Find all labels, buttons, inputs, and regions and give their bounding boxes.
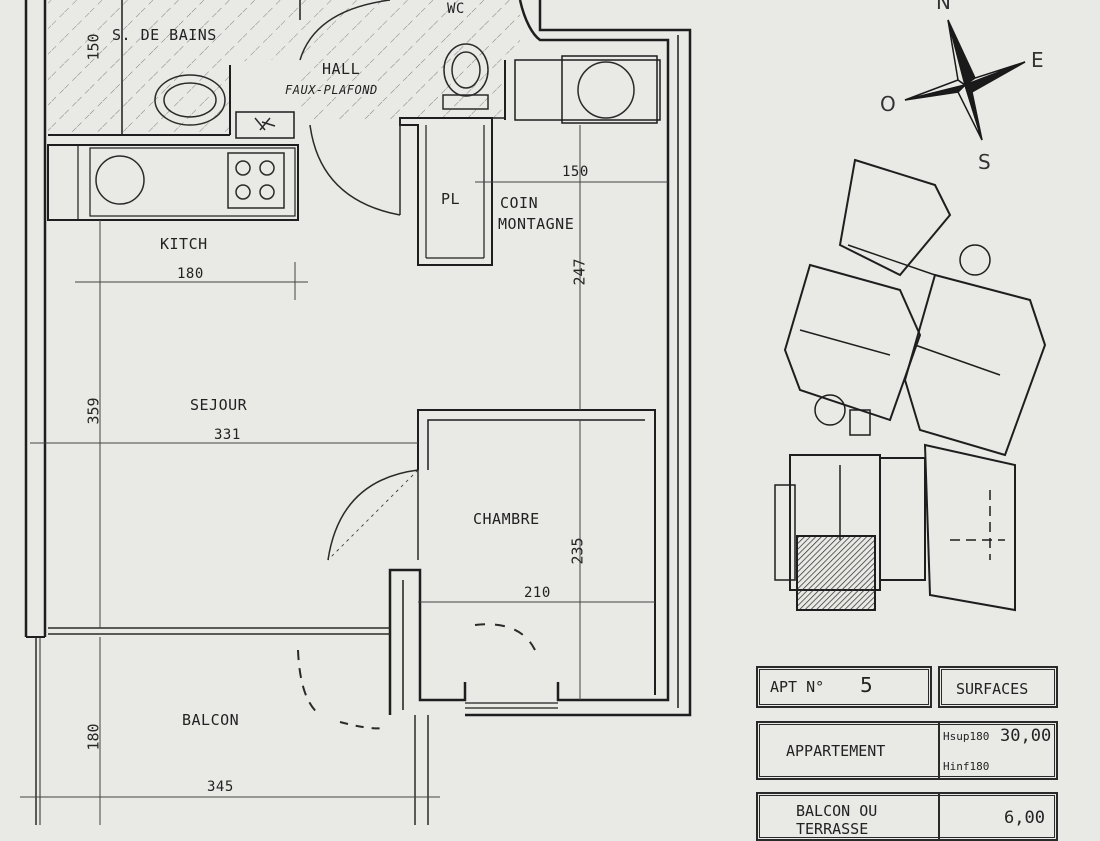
apt-label: APT N° bbox=[770, 678, 825, 696]
room-label-balcon: BALCON bbox=[182, 711, 240, 729]
faux-plafond-note: FAUX-PLAFOND bbox=[285, 83, 378, 97]
hsup-value: 30,00 bbox=[1000, 726, 1052, 746]
compass-north: N bbox=[936, 0, 951, 14]
fixtures bbox=[95, 43, 635, 209]
apt-number-box: APT N° 5 bbox=[756, 666, 932, 708]
dim-180-balcon: 180 bbox=[84, 723, 103, 751]
hsup-label: Hsup180 bbox=[943, 730, 990, 743]
compass-east: E bbox=[1031, 48, 1044, 72]
room-label-wc: WC bbox=[447, 1, 465, 17]
compass-rose bbox=[904, 19, 1026, 141]
room-label-montagne: MONTAGNE bbox=[498, 215, 575, 233]
appartement-label: APPARTEMENT bbox=[786, 742, 886, 760]
room-label-bathroom: S. DE BAINS bbox=[112, 26, 217, 44]
bathroom-hatch bbox=[48, 0, 520, 135]
room-label-sejour: SEJOUR bbox=[190, 396, 248, 414]
dim-345: 345 bbox=[207, 779, 234, 795]
surfaces-header-box: SURFACES bbox=[938, 666, 1058, 708]
hinf-label: Hinf180 bbox=[943, 760, 990, 773]
balcon-row: BALCON OU TERRASSE 6,00 bbox=[756, 792, 1058, 841]
dim-150-bath: 150 bbox=[84, 33, 103, 61]
dim-359: 359 bbox=[84, 397, 103, 425]
room-label-kitch: KITCH bbox=[160, 235, 208, 253]
dim-247: 247 bbox=[570, 258, 589, 286]
dim-331: 331 bbox=[214, 427, 241, 443]
room-label-pl: PL bbox=[441, 190, 461, 208]
dim-210: 210 bbox=[524, 585, 551, 601]
outer-walls bbox=[24, 0, 692, 717]
dim-235: 235 bbox=[568, 537, 587, 565]
apt-number: 5 bbox=[860, 673, 873, 697]
terrasse-label: TERRASSE bbox=[796, 820, 869, 838]
appartement-row: APPARTEMENT Hsup180 30,00 Hinf180 bbox=[756, 721, 1058, 780]
balcon-ou-label: BALCON OU bbox=[796, 802, 878, 820]
surfaces-label: SURFACES bbox=[956, 680, 1029, 698]
balcon-value: 6,00 bbox=[1004, 808, 1045, 828]
balcony-outline bbox=[35, 627, 429, 825]
compass-south: S bbox=[978, 150, 991, 174]
door-swings bbox=[297, 0, 536, 730]
dim-180-kitch: 180 bbox=[177, 266, 204, 282]
compass-west: O bbox=[880, 92, 896, 116]
dimension-lines bbox=[20, 125, 668, 825]
dim-150-coin: 150 bbox=[562, 164, 589, 180]
room-label-coin: COIN bbox=[500, 194, 539, 212]
room-label-chambre: CHAMBRE bbox=[473, 510, 540, 528]
room-label-hall: HALL bbox=[322, 60, 361, 78]
site-plan bbox=[774, 158, 1047, 612]
